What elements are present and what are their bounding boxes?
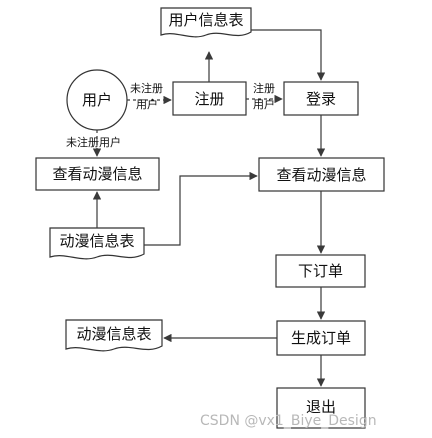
node-place-order-label: 下订单: [298, 262, 343, 280]
node-user: 用户: [66, 69, 128, 131]
node-logout-label: 退出: [306, 398, 336, 416]
node-login-label: 登录: [306, 90, 336, 108]
edge-label-registered-user: 用户: [253, 97, 275, 111]
node-anime-info-table-bottom-label: 动漫信息表: [76, 325, 151, 343]
node-anime-info-table-left: 动漫信息表: [49, 227, 145, 260]
node-generate-order-label: 生成订单: [291, 329, 351, 347]
node-register-label: 注册: [194, 90, 224, 108]
edge-label-unregistered-user: 未注册用户: [66, 135, 121, 149]
node-anime-info-table-bottom: 动漫信息表: [65, 319, 163, 352]
edge-user-info-table-to-login: [251, 29, 326, 81]
node-view-anime-left: 查看动漫信息: [35, 157, 160, 191]
watermark: CSDN @vx1_Biye_Design: [200, 413, 377, 429]
edge-anime-table-to-view-anime-right: [144, 171, 258, 246]
node-user-info-table: 用户信息表: [160, 7, 252, 38]
node-logout: 退出: [276, 387, 366, 429]
node-register: 注册: [172, 81, 247, 116]
edge-label-unregistered: 未注册: [130, 81, 163, 95]
edge-label-registered: 注册: [253, 81, 275, 95]
node-generate-order: 生成订单: [276, 320, 366, 356]
node-view-anime-left-label: 查看动漫信息: [52, 165, 142, 183]
node-user-info-table-label: 用户信息表: [168, 11, 243, 29]
node-view-anime-right-label: 查看动漫信息: [276, 166, 366, 184]
node-login: 登录: [283, 81, 359, 116]
node-user-label: 用户: [82, 91, 112, 109]
node-view-anime-right: 查看动漫信息: [258, 157, 385, 192]
node-place-order: 下订单: [275, 254, 366, 288]
edge-label-user: 用户: [136, 97, 158, 111]
node-anime-info-table-left-label: 动漫信息表: [59, 232, 134, 250]
